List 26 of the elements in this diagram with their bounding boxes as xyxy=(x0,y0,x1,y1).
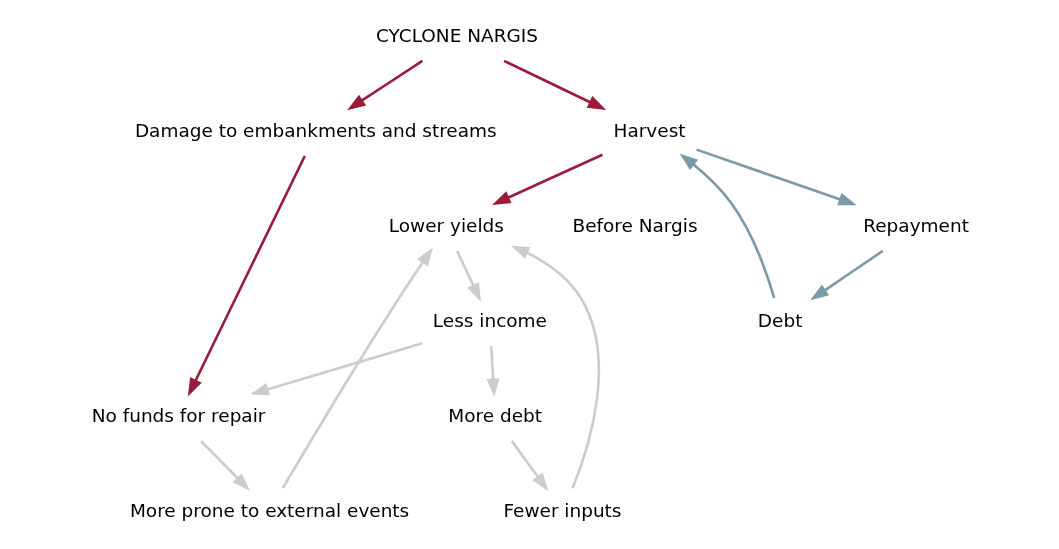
node-text: More debt xyxy=(448,404,543,426)
node-text: Harvest xyxy=(613,119,686,141)
node-text: Damage to embankments and streams xyxy=(134,119,497,141)
arrow xyxy=(347,59,424,111)
label: Before Nargis xyxy=(572,214,698,236)
arrow xyxy=(486,346,500,398)
node-text: Lower yields xyxy=(388,214,504,236)
node-text: Repayment xyxy=(863,214,969,236)
arrow xyxy=(510,245,601,489)
arrow xyxy=(281,247,433,489)
node-text: Debt xyxy=(757,309,803,331)
arrow xyxy=(679,153,776,299)
arrow xyxy=(455,250,481,302)
arrow xyxy=(200,440,251,491)
arrow xyxy=(810,249,884,301)
arrow xyxy=(696,148,857,206)
node-text: Fewer inputs xyxy=(503,499,622,521)
node-text: No funds for repair xyxy=(91,404,266,426)
node-text: Less income xyxy=(432,309,547,331)
arrow xyxy=(510,440,549,492)
arrow xyxy=(503,59,607,110)
arrow xyxy=(492,153,603,205)
node-text: More prone to external events xyxy=(129,499,410,521)
arrow xyxy=(250,342,423,396)
arrow xyxy=(187,155,306,397)
node-text: CYCLONE NARGIS xyxy=(375,24,538,46)
